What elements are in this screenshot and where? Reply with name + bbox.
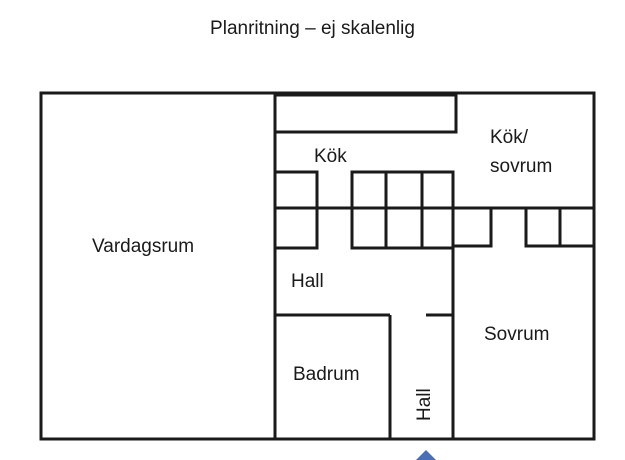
cabinet <box>558 206 596 248</box>
cabinet <box>384 206 424 250</box>
cabinet <box>350 170 388 210</box>
cabinet <box>420 170 455 210</box>
cabinet <box>420 206 455 250</box>
cabinet <box>273 170 319 210</box>
label-hall-corridor: Hall <box>414 388 435 421</box>
label-kok-sovrum-2: sovrum <box>490 156 552 177</box>
label-kok-sovrum-1: Kök/ <box>490 127 529 148</box>
plan-title: Planritning – ej skalenlig <box>210 18 415 39</box>
arrow-up-icon <box>416 450 436 460</box>
kitchen-counter <box>273 93 458 134</box>
outer-wall <box>39 91 596 441</box>
label-sovrum: Sovrum <box>484 324 549 345</box>
cabinet <box>384 170 424 210</box>
cabinet <box>451 206 493 248</box>
label-badrum: Badrum <box>293 364 360 385</box>
cabinet <box>524 206 562 248</box>
cabinet <box>273 206 319 250</box>
cabinet <box>350 206 388 250</box>
label-kok: Kök <box>314 146 347 167</box>
label-vardagsrum: Vardagsrum <box>92 236 194 257</box>
label-hall: Hall <box>291 271 324 292</box>
